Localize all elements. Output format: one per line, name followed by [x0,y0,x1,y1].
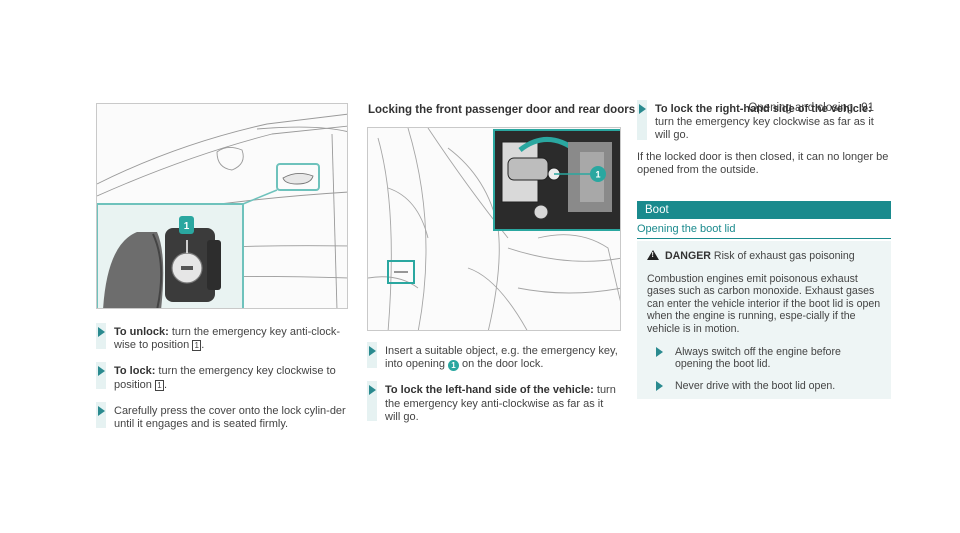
step-lock-right-side: To lock the right-hand side of the vehic… [637,100,891,143]
opening-highlight-box [387,260,415,284]
step-text: Carefully press the cover onto the lock … [114,404,346,431]
step-arrow-icon [656,346,663,357]
callout-badge [179,216,194,234]
step-arrow-icon [98,327,105,337]
running-section-title: Opening and closing [748,102,854,114]
callout-label: 1 [595,170,600,180]
danger-step: Always switch off the engine before open… [647,346,881,371]
section-heading: Locking the front passenger door and rea… [368,104,636,116]
danger-step: Never drive with the boot lid open. [647,380,881,393]
danger-body: Combustion engines emit poisonous exhaus… [647,272,881,335]
step-text: Insert a suitable object, e.g. the emerg… [385,345,618,371]
callout-badge [590,166,606,182]
step-label: To unlock: [114,326,169,338]
handle-highlight-box [276,163,320,191]
page-header: Opening and closing 91 [748,102,874,114]
step-unlock: To unlock: turn the emergency key anti-c… [96,323,348,352]
step-insert-object: Insert a suitable object, e.g. the emerg… [367,342,619,372]
section-title-bar: Boot [637,201,891,219]
danger-title-text: Risk of exhaust gas poisoning [713,250,855,262]
warning-triangle-icon [647,250,659,260]
position-key-icon: 1 [154,379,164,391]
locked-door-note: If the locked door is then closed, it ca… [637,150,889,176]
step-arrow-icon [369,385,376,396]
door-lock-detail: 1 [501,137,612,220]
step-text: turn the emergency key clockwise as far … [655,116,874,142]
subsection-title: Opening the boot lid [637,223,891,239]
callout-number-icon: 1 [448,360,459,372]
step-text: turn the emergency key clockwise to posi… [114,365,336,391]
step-arrow-icon [98,405,105,416]
step-lock: To lock: turn the emergency key clockwis… [96,362,348,391]
step-arrow-icon [98,366,105,377]
page-number: 91 [861,102,874,114]
step-text: turn the emergency key anti-clockwise as… [385,384,616,423]
step-text: turn the emergency key anti-clock-wise t… [114,326,340,352]
left-instructions: To unlock: turn the emergency key anti-c… [96,323,348,444]
step-label: To lock the right-hand side of the vehic… [655,103,872,115]
step-lock-left-side: To lock the left-hand side of the vehicl… [367,381,619,424]
door-lock-figure: 1 [96,103,348,309]
door-handle-illustration: 1 [97,113,347,308]
step-press-cover: Carefully press the cover onto the lock … [96,401,348,431]
step-arrow-icon [369,346,376,356]
step-label: To lock the left-hand side of the vehicl… [385,384,594,397]
middle-instructions: Insert a suitable object, e.g. the emerg… [367,342,619,437]
step-arrow-icon [639,104,646,114]
callout-label: 1 [184,221,190,232]
door-interior-figure: 1 [367,127,621,331]
position-key-icon: 1 [192,340,202,352]
danger-label: DANGER [665,250,711,262]
right-instructions: To lock the right-hand side of the vehic… [637,100,891,177]
step-arrow-icon [656,380,663,391]
step-label: To lock: [114,365,156,378]
door-interior-illustration: 1 [368,128,620,330]
lock-cylinder-detail: 1 [103,216,221,308]
